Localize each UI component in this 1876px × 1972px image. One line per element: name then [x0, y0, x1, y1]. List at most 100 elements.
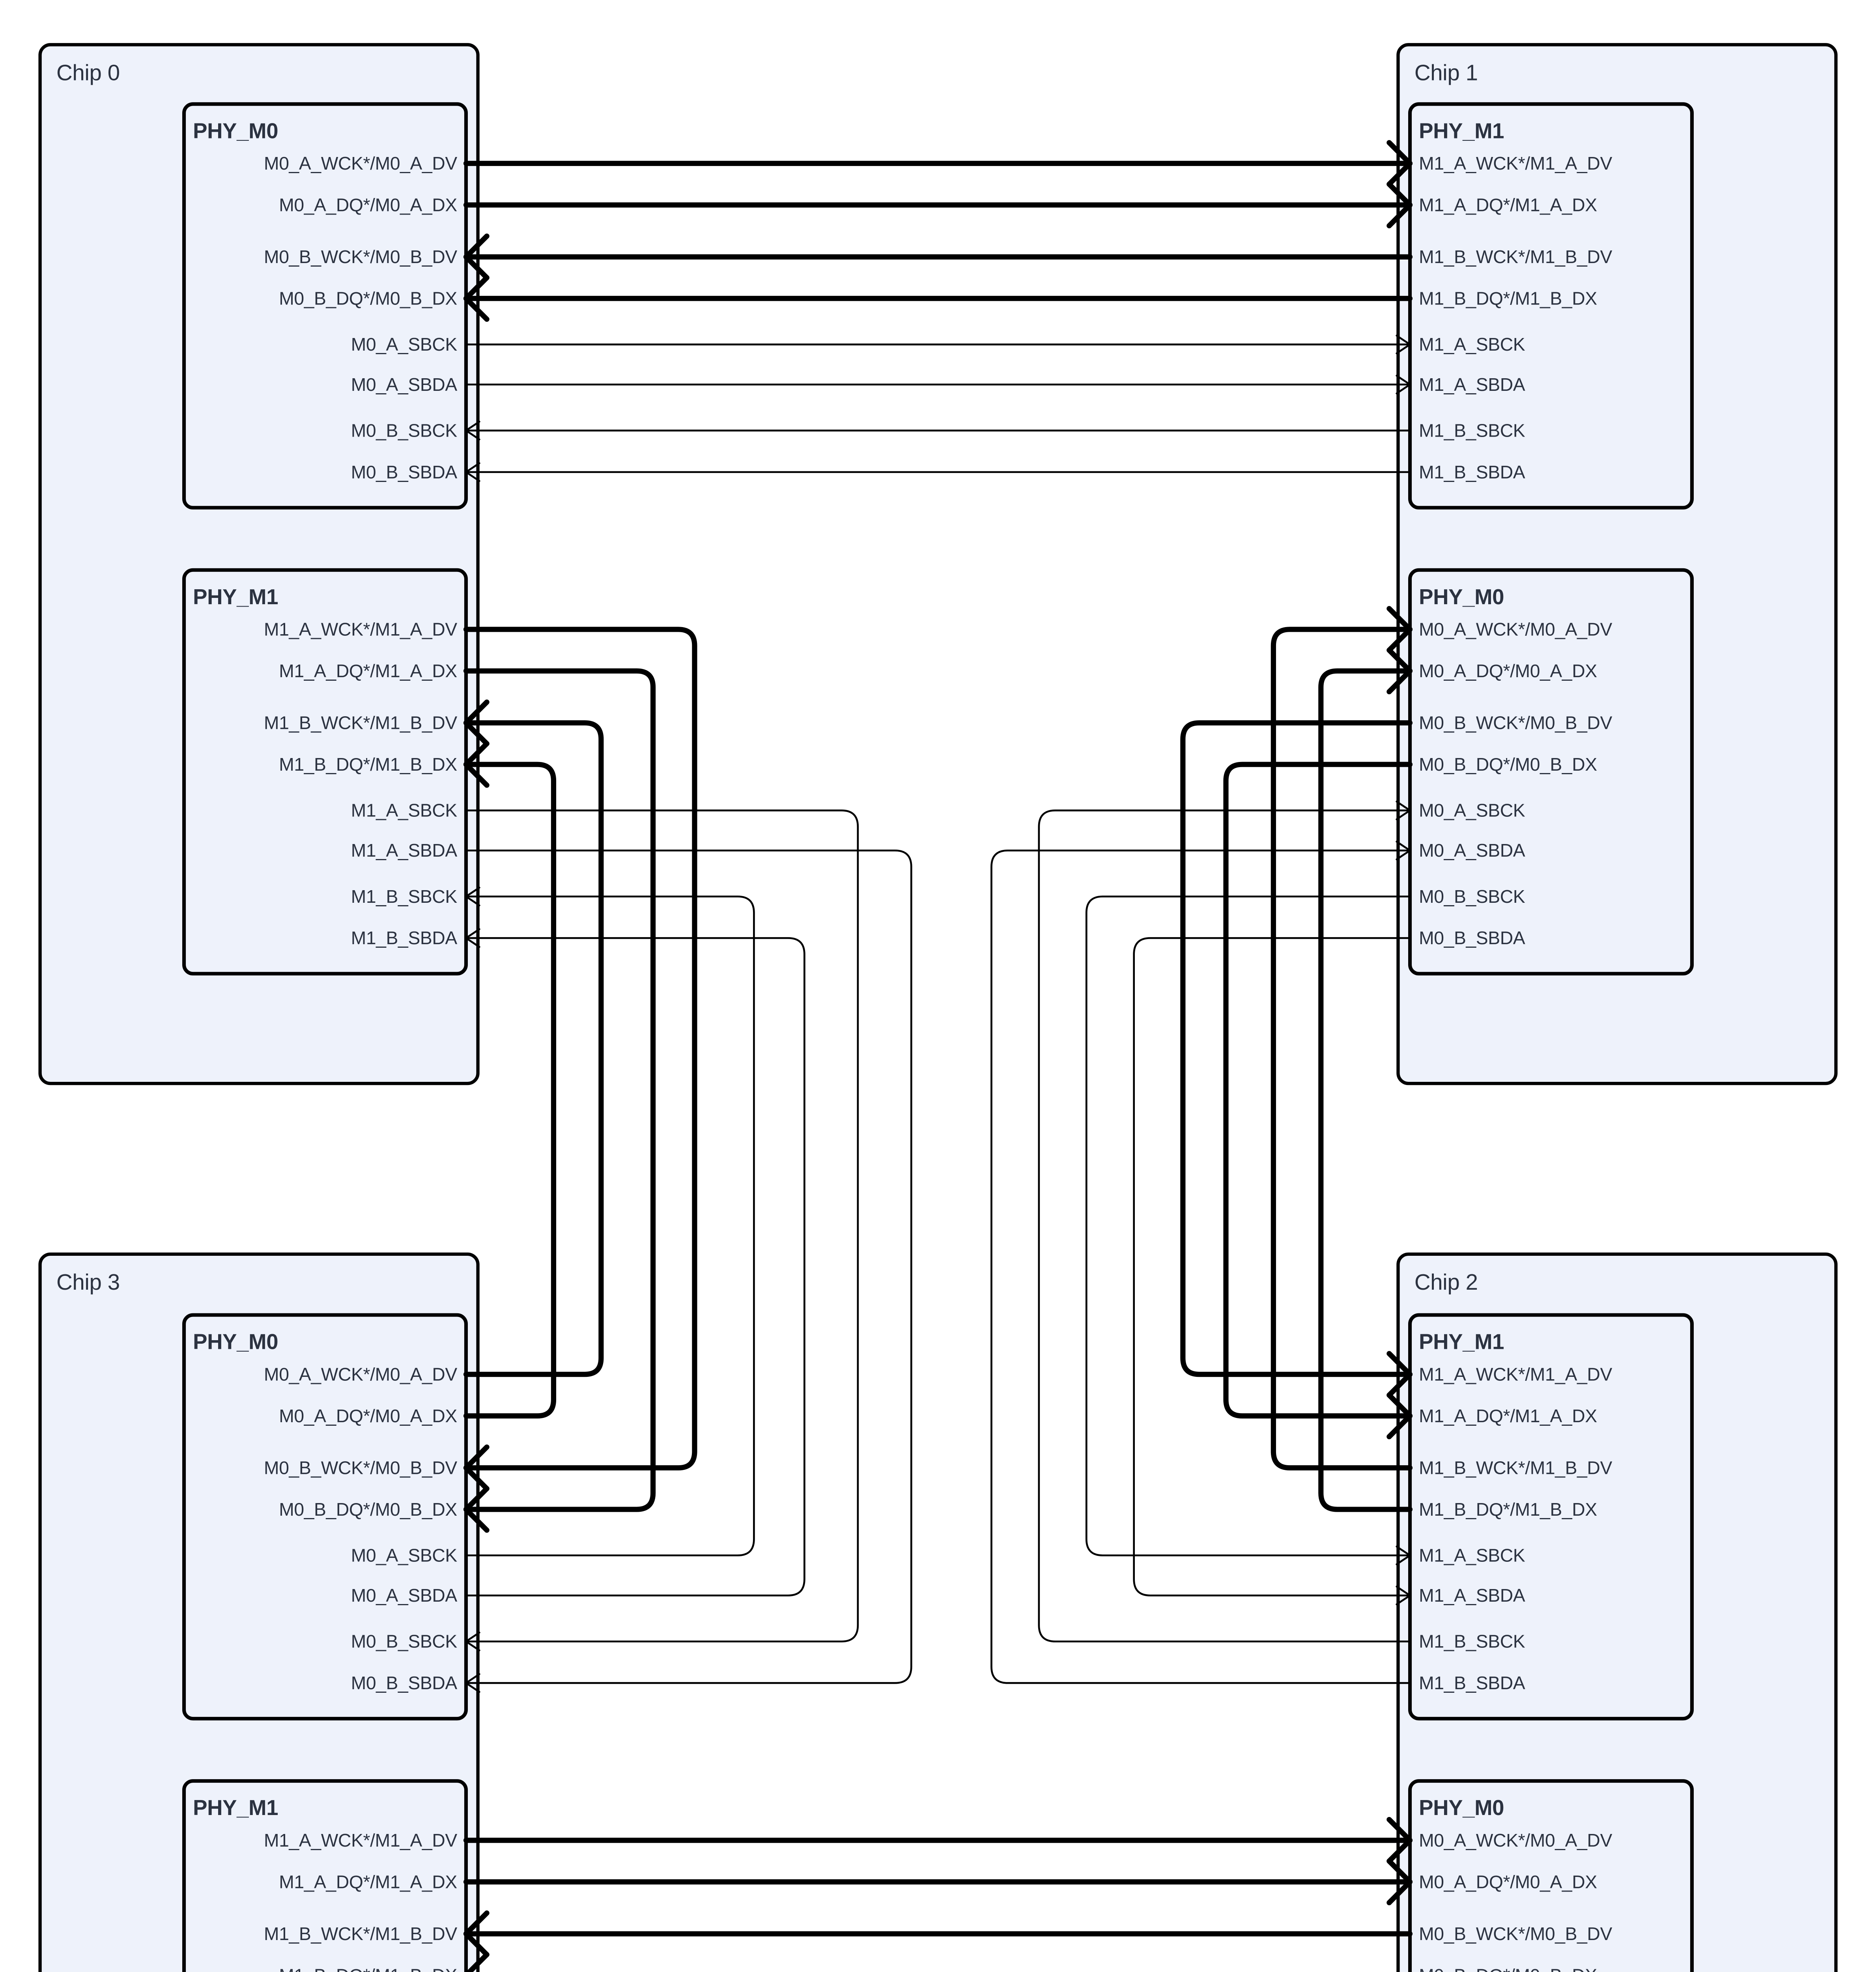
arrowhead-into-c1m0:0 [1386, 606, 1413, 653]
port-label: M0_A_SBCK [351, 1545, 458, 1566]
port-label: M0_B_DQ*/M0_B_DX [279, 1499, 457, 1520]
port-label: M0_A_SBDA [1419, 840, 1525, 861]
port-label: M0_A_WCK*/M0_A_DV [1419, 1830, 1612, 1851]
port-label: M0_A_WCK*/M0_A_DV [264, 153, 457, 174]
port-label: M1_A_SBCK [1419, 334, 1525, 355]
chip-title: Chip 2 [1414, 1270, 1478, 1294]
port-label: M1_B_WCK*/M1_B_DV [1419, 246, 1612, 267]
phy-block-box [1408, 1313, 1694, 1721]
phy-block-c1m1: PHY_M1M1_A_WCK*/M1_A_DVM1_A_DQ*/M1_A_DXM… [1408, 102, 1694, 510]
port-label: M0_B_SBCK [1419, 886, 1525, 907]
signal-line-c2m1:2-to-c1m0:0 [1271, 627, 1413, 1471]
signal-line-c1m0:6-to-c2m1:4 [1085, 895, 1411, 1557]
phy-block-title: PHY_M1 [1419, 1330, 1504, 1354]
port-label: M0_B_WCK*/M0_B_DV [1419, 1923, 1612, 1944]
port-label: M1_B_WCK*/M1_B_DV [264, 1923, 457, 1944]
phy-block-title: PHY_M0 [1419, 1796, 1504, 1820]
port-label: M1_A_SBCK [351, 800, 458, 821]
port-label: M1_B_DQ*/M1_B_DX [1419, 1499, 1597, 1520]
port-label: M0_A_SBCK [351, 334, 458, 355]
port-label: M0_A_DQ*/M0_A_DX [279, 194, 457, 215]
port-label: M1_B_SBDA [1419, 1673, 1525, 1693]
port-label: M0_A_DQ*/M0_A_DX [1419, 1871, 1597, 1892]
arrowhead-into-c2m0:0 [1386, 1817, 1413, 1864]
port-label: M0_B_DQ*/M0_B_DX [1419, 754, 1597, 775]
port-label: M0_B_WCK*/M0_B_DV [264, 246, 457, 267]
port-label: M1_A_DQ*/M1_A_DX [1419, 194, 1597, 215]
phy-block-box [1408, 102, 1694, 510]
port-label: M0_A_WCK*/M0_A_DV [1419, 619, 1612, 640]
port-label: M1_A_WCK*/M1_A_DV [1419, 153, 1612, 174]
arrowhead-into-c1m0:1 [1386, 647, 1413, 695]
arrowhead-into-c3m1:2 [463, 1910, 490, 1957]
phy-block-box [182, 102, 468, 510]
port-label: M1_B_SBDA [351, 928, 458, 948]
arrowhead-into-c2m1:0 [1386, 1351, 1413, 1398]
port-label: M1_B_DQ*/M1_B_DX [1419, 288, 1597, 309]
port-label: M0_B_WCK*/M0_B_DV [264, 1458, 457, 1478]
phy-block-box [182, 1313, 468, 1721]
phy-block-box [1408, 568, 1694, 976]
port-label: M0_B_WCK*/M0_B_DV [1419, 713, 1612, 733]
chip-title: Chip 0 [56, 60, 120, 85]
arrowhead-into-c2m0:1 [1386, 1858, 1413, 1905]
signal-line-c0m1:0-to-c3m0:2 [463, 627, 697, 1471]
phy-block-title: PHY_M1 [193, 585, 278, 609]
port-label: M0_B_SBDA [351, 1673, 458, 1693]
port-label: M0_A_SBDA [351, 1585, 458, 1606]
arrowhead-into-c2m1:1 [1386, 1392, 1413, 1440]
arrowhead-into-c3m1:3 [465, 1952, 490, 1972]
port-label: M1_A_SBDA [351, 840, 458, 861]
port-label: M1_A_DQ*/M1_A_DX [279, 661, 457, 681]
phy-block-box [182, 1779, 468, 1972]
signal-line-c2m1:6-to-c1m0:4 [1038, 809, 1411, 1643]
signal-line-c1m0:2-to-c2m1:0 [1180, 720, 1413, 1377]
port-label: M1_A_DQ*/M1_A_DX [1419, 1406, 1597, 1426]
phy-block-c3m0: PHY_M0M0_A_WCK*/M0_A_DVM0_A_DQ*/M0_A_DXM… [182, 1313, 468, 1721]
arrowhead-into-c3m0:7 [465, 1673, 480, 1693]
port-label: M0_B_SBDA [351, 462, 458, 482]
port-label: M1_A_WCK*/M1_A_DV [264, 619, 457, 640]
port-label: M1_B_DQ*/M1_B_DX [279, 754, 457, 775]
signal-line-c3m0:1-to-c0m1:3 [463, 762, 557, 1419]
port-label: M1_B_SBDA [1419, 462, 1525, 482]
arrowhead-into-c0m0:2 [463, 233, 490, 280]
arrowhead-into-c1m1:5 [1396, 375, 1411, 394]
signal-line-c2m1:7-to-c1m0:5 [990, 850, 1411, 1684]
arrowhead-into-c1m1:4 [1396, 334, 1411, 355]
signal-line-c3m0:0-to-c0m1:2 [463, 720, 604, 1377]
port-label: M0_B_SBCK [351, 420, 458, 441]
arrowhead-into-c2m1:5 [1396, 1585, 1411, 1606]
phy-block-title: PHY_M1 [193, 1796, 278, 1820]
arrowhead-into-c0m0:7 [465, 462, 480, 482]
arrowhead-into-c3m0:2 [463, 1444, 490, 1491]
phy-block-title: PHY_M0 [193, 1330, 278, 1354]
port-label: M1_B_DQ*/M1_B_DX [279, 1965, 457, 1972]
port-label: M1_B_WCK*/M1_B_DV [264, 713, 457, 733]
port-label: M1_B_SBCK [351, 886, 458, 907]
port-label: M0_A_DQ*/M0_A_DX [1419, 661, 1597, 681]
port-label: M0_B_DQ*/M0_B_DX [1419, 1965, 1597, 1972]
port-label: M1_A_WCK*/M1_A_DV [264, 1830, 457, 1851]
arrowhead-into-c3m0:6 [465, 1632, 480, 1651]
port-label: M1_A_DQ*/M1_A_DX [279, 1871, 457, 1892]
port-label: M0_B_DQ*/M0_B_DX [279, 288, 457, 309]
signal-line-c0m1:5-to-c3m0:7 [465, 850, 912, 1684]
arrowhead-into-c0m1:3 [463, 741, 490, 788]
chip-title: Chip 3 [56, 1270, 120, 1294]
phy-block-box [1408, 1779, 1694, 1972]
port-label: M1_A_SBCK [1419, 1545, 1525, 1566]
arrowhead-into-c0m1:7 [465, 928, 480, 948]
phy-block-title: PHY_M0 [1419, 585, 1504, 609]
port-label: M1_A_WCK*/M1_A_DV [1419, 1364, 1612, 1384]
arrowhead-into-c0m1:2 [463, 699, 490, 747]
phy-block-title: PHY_M0 [193, 119, 278, 143]
